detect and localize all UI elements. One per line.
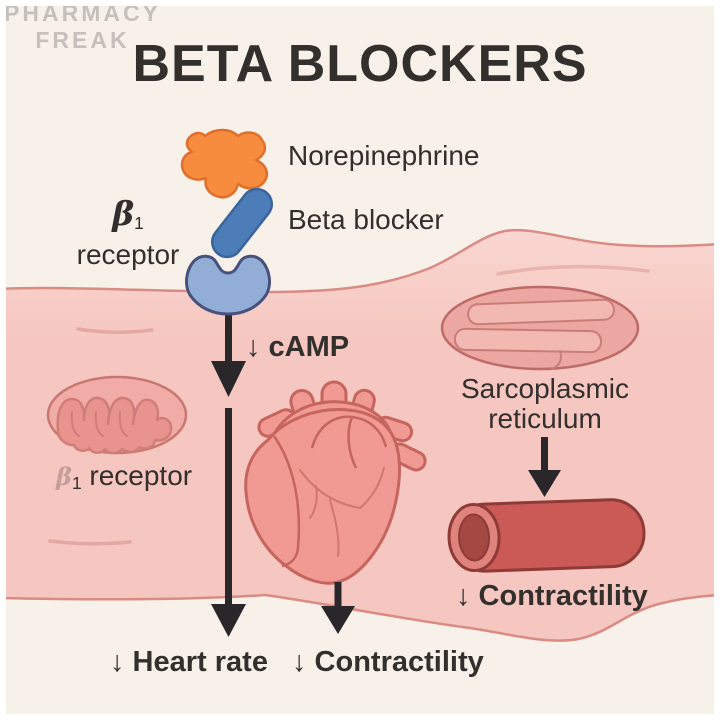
norepinephrine-label: Norepinephrine [288, 140, 480, 171]
membrane-crease [496, 264, 650, 276]
page-title: BETA BLOCKERS [132, 35, 588, 93]
camp-label: ↓ cAMP [246, 331, 350, 363]
beta-blocker-capsule-icon [210, 187, 274, 259]
beta1-receptor-icon [185, 254, 271, 316]
heart-contractility-arrow [321, 582, 355, 634]
camp-arrow [211, 308, 246, 397]
mitochondria-icon [46, 375, 188, 455]
contractility-label: ↓ Contractility [292, 646, 484, 678]
heart-rate-arrow [211, 408, 246, 637]
sr-arrow [528, 437, 561, 497]
norepinephrine-blob-icon [180, 128, 268, 199]
beta-blocker-label: Beta blocker [288, 204, 444, 235]
flow-arrows [211, 308, 561, 637]
sarcoplasmic-reticulum-label: Sarcoplasmic reticulum [460, 373, 630, 434]
membrane-crease [76, 327, 154, 335]
muscle-fiber-icon [447, 498, 646, 573]
heart-rate-label: ↓ Heart rate [110, 646, 268, 678]
sarcoplasmic-reticulum-icon [440, 285, 640, 371]
faint-beta-glyph: β [56, 462, 72, 491]
mito-receptor-label: β1 receptor [56, 460, 193, 493]
heart-icon [244, 380, 427, 585]
beta-glyph: β [112, 194, 135, 233]
membrane-crease [48, 539, 132, 546]
sr-contractility-label: ↓ Contractility [456, 580, 648, 612]
beta1-receptor-label: β1 receptor [76, 194, 180, 270]
